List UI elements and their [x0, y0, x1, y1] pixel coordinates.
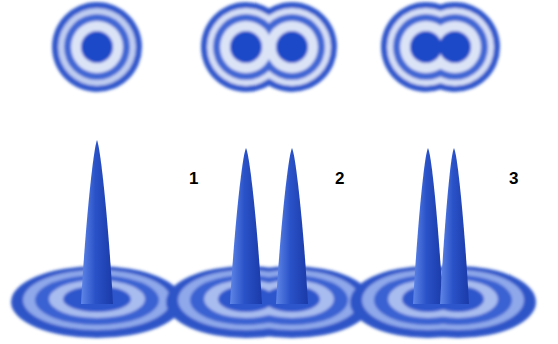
callout-number: 1 — [189, 170, 198, 187]
top-patterns — [52, 2, 500, 92]
callout-number: 2 — [335, 170, 344, 187]
intensity-peaks — [81, 140, 469, 304]
callout-number: 3 — [509, 170, 518, 187]
